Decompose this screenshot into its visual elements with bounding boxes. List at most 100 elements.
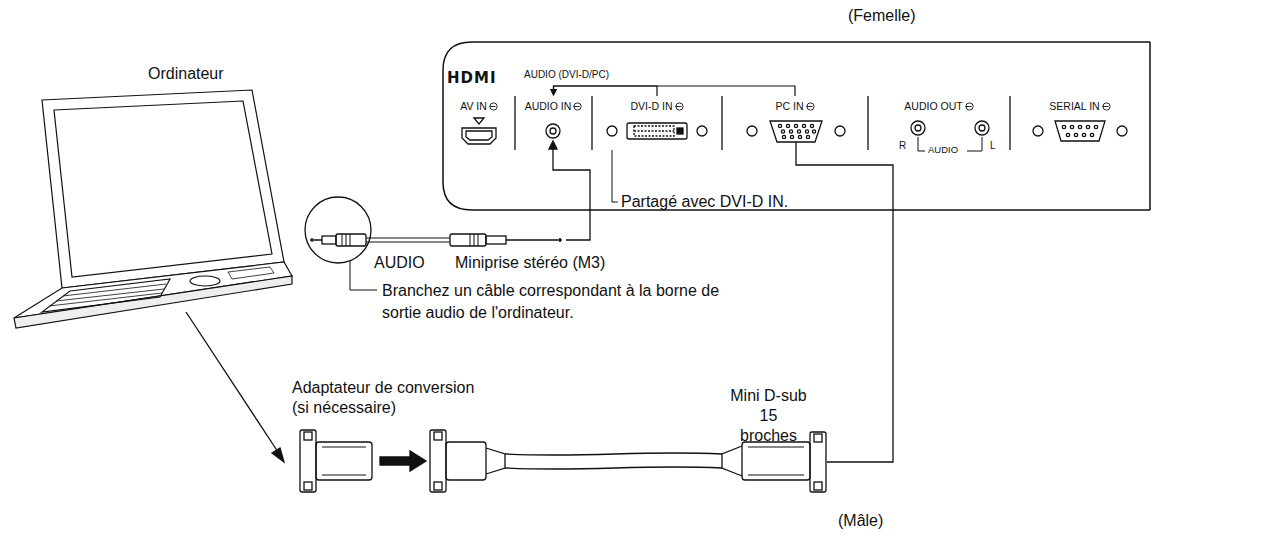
terminal-label: SERIAL IN [1010, 96, 1150, 116]
adapter-screw [304, 482, 312, 490]
screw [747, 126, 757, 136]
pin [789, 130, 792, 133]
laptop-palmrest [228, 267, 274, 279]
rca-jack-core [915, 125, 921, 131]
pin [798, 135, 801, 138]
divider [721, 96, 722, 150]
pin [786, 124, 789, 127]
laptop-screen [54, 101, 272, 277]
rca-jack [975, 121, 989, 135]
audio-jack-core [550, 128, 556, 134]
pin [1086, 125, 1089, 128]
cable [366, 238, 450, 242]
laptop-illustration [14, 90, 292, 328]
hdmi-mark [474, 118, 484, 124]
device-name: Ordinateur [148, 64, 224, 83]
note: Partagé avec DVI-D IN. [621, 192, 788, 211]
pin [1078, 125, 1081, 128]
icon-ring [574, 102, 581, 109]
rca-jack [911, 121, 925, 135]
signal-label: AUDIO (DVI-D/PC) [522, 69, 611, 81]
strain-relief [722, 446, 742, 476]
hdmi-logo: HDMI [447, 69, 497, 87]
icon-bar [675, 106, 681, 107]
insert-arrow [380, 451, 426, 471]
icon-bar [965, 106, 971, 107]
connector-flange [810, 432, 826, 492]
screw [1033, 126, 1043, 136]
plug-tip [310, 238, 322, 242]
terminal-label: PC IN [722, 96, 868, 116]
cable-name: AUDIO [374, 253, 425, 272]
routing-path [554, 86, 796, 96]
terminal-label: DVI-D IN [592, 96, 722, 116]
dvi-pins [634, 126, 674, 136]
pin [794, 124, 797, 127]
connector-screw [434, 482, 442, 490]
plug-type: Miniprise stéréo (M3) [455, 253, 605, 272]
pin [1074, 133, 1077, 136]
gender-note: (Femelle) [848, 6, 916, 25]
input-icon [675, 102, 684, 111]
screw [697, 126, 707, 136]
terminal-name: AUDIO IN [525, 100, 572, 112]
screw [835, 126, 845, 136]
dvi-blade [677, 128, 683, 134]
terminal-label: AUDIO IN [515, 96, 592, 116]
icon-ring [1103, 102, 1110, 109]
arrow-head [550, 89, 557, 96]
leader-line [350, 261, 377, 290]
dsub-pins [778, 124, 815, 138]
pin [1070, 125, 1073, 128]
dsub-port [770, 121, 822, 142]
channel-label: L [990, 140, 996, 152]
serial-port [1055, 121, 1105, 141]
adapter-screw [304, 432, 312, 440]
icon-bar [806, 106, 812, 107]
audio-routing-line [550, 86, 657, 96]
icon-ring [675, 102, 682, 109]
pin [1062, 125, 1065, 128]
laptop-keyboard [42, 279, 170, 312]
input-icon [1102, 102, 1111, 111]
column-dividers [515, 96, 1010, 150]
arrow-head [550, 89, 557, 96]
audio-routing-line [550, 86, 795, 96]
hdmi-port-inner [466, 131, 492, 140]
leader-line [612, 150, 618, 202]
adapter-ridges [322, 447, 366, 475]
icon-ring [966, 102, 973, 109]
plug-ridges [342, 234, 350, 246]
pin [1094, 125, 1097, 128]
pc-cable-wire [796, 142, 893, 462]
terminal-name: DVI-D IN [631, 100, 673, 112]
pointer-arrow [186, 312, 278, 452]
icon-bar [489, 106, 495, 107]
pin [1066, 133, 1069, 136]
connector-screw [814, 482, 822, 490]
pin [806, 135, 809, 138]
connector-body [446, 442, 486, 480]
pin [781, 130, 784, 133]
output-icon [965, 102, 974, 111]
audio-cable-wire [553, 148, 590, 240]
icon-ring [806, 102, 813, 109]
routing-path [554, 86, 658, 96]
screw [1117, 126, 1127, 136]
icon-bar [574, 106, 580, 107]
terminal-name: SERIAL IN [1049, 100, 1099, 112]
connector-screw [434, 432, 442, 440]
dvi-port [627, 123, 687, 139]
pin [1082, 133, 1085, 136]
pin [810, 124, 813, 127]
keyboard-rows [49, 284, 166, 306]
divider [867, 96, 868, 150]
screw [607, 126, 617, 136]
icon-ring [490, 102, 497, 109]
divider [591, 96, 592, 150]
serial-pins [1062, 125, 1097, 136]
arrow-head [272, 448, 284, 462]
connector-flange [430, 430, 446, 492]
plug-ridges [470, 234, 478, 246]
